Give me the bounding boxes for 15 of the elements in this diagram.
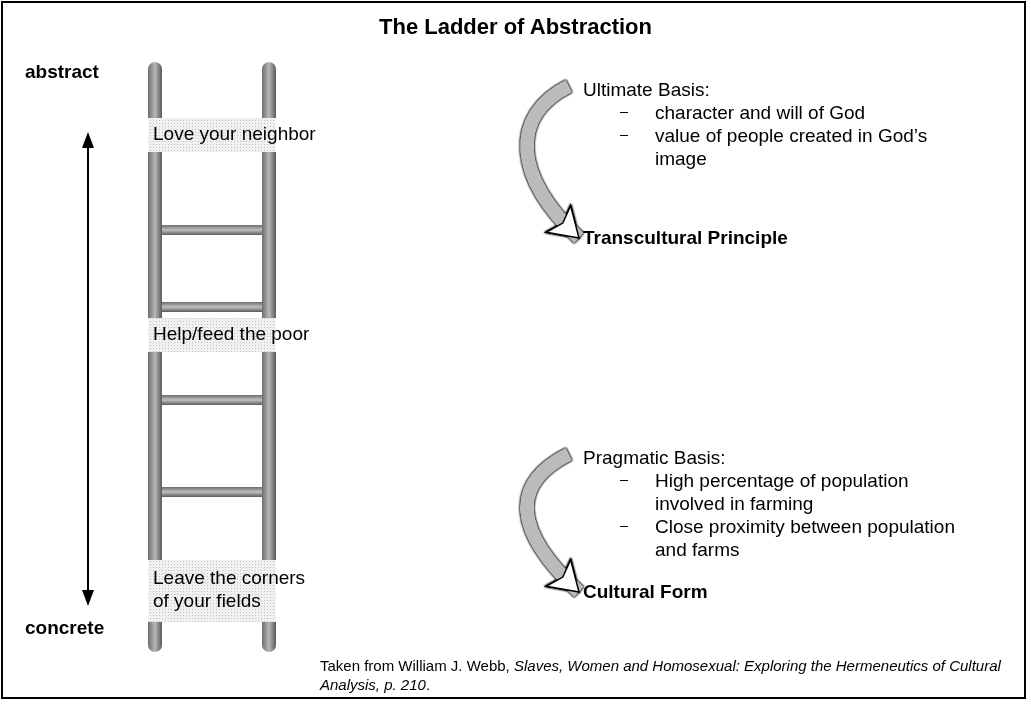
axis-end-label: concrete	[25, 616, 105, 639]
principle-label: Transcultural Principle	[583, 226, 788, 249]
rung-label: Love your neighbor	[153, 122, 316, 145]
axis-end-label: abstract	[25, 60, 99, 83]
list-item: character and will of God	[655, 101, 867, 124]
principle-label: Cultural Form	[583, 580, 708, 603]
rung-label: Help/feed the poor	[153, 322, 310, 345]
list-item: High percentage of population involved in farming	[655, 469, 910, 515]
basis-heading: Pragmatic Basis:	[583, 446, 726, 469]
list-item: value of people created in God’s image	[655, 124, 929, 170]
basis-heading: Ultimate Basis:	[583, 78, 710, 101]
diagram-title: The Ladder of Abstraction	[378, 14, 653, 40]
rung-label: Leave the corners of your fields	[153, 566, 307, 612]
list-item: Close proximity between population and farms	[655, 515, 955, 561]
source-caption: Taken from William J. Webb, Slaves, Women and Homosexual: Exploring the Hermeneutics of Cultural Analysis, p. 210.	[320, 656, 1002, 694]
